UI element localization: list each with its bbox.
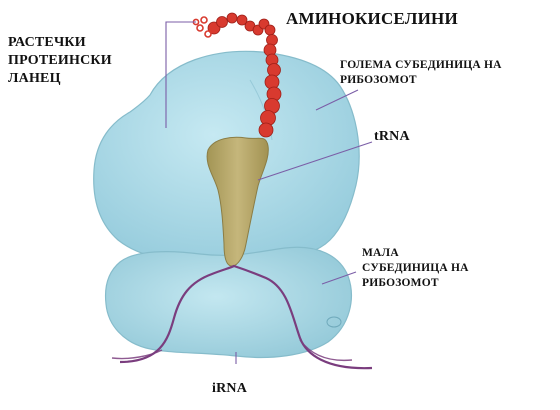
amino-acid-bead [259, 123, 273, 137]
label-polypeptide: РАСТЕЧКИ ПРОТЕИНСКИ ЛАНЕЦ [8, 34, 112, 89]
amino-acid-bead [268, 64, 281, 77]
label-large-subunit-line-1: ГОЛЕМА СУБЕДИНИЦА НА [340, 58, 502, 73]
label-polypeptide-line-2: ПРОТЕИНСКИ [8, 52, 112, 70]
label-polypeptide-line-1: РАСТЕЧКИ [8, 34, 112, 52]
label-trna-text: tRNA [374, 128, 410, 146]
label-large-subunit: ГОЛЕМА СУБЕДИНИЦА НА РИБОЗОМОТ [340, 58, 502, 88]
amino-acid-loop [201, 17, 207, 23]
label-large-subunit-line-2: РИБОЗОМОТ [340, 73, 502, 88]
amino-acid-bead [227, 13, 237, 23]
label-small-subunit: МАЛА СУБЕДИНИЦА НА РИБОЗОМОТ [362, 246, 469, 291]
amino-acid-bead [267, 35, 278, 46]
label-small-subunit-line-1: МАЛА [362, 246, 469, 261]
label-small-subunit-line-3: РИБОЗОМОТ [362, 276, 469, 291]
amino-acid-bead [217, 17, 228, 28]
label-small-subunit-line-2: СУБЕДИНИЦА НА [362, 261, 469, 276]
label-trna: tRNA [374, 128, 410, 146]
label-polypeptide-line-3: ЛАНЕЦ [8, 70, 112, 88]
label-irna: iRNA [212, 380, 247, 398]
label-irna-text: iRNA [212, 380, 247, 398]
label-amino-acids-text: АМИНОКИСЕЛИНИ [286, 8, 458, 30]
amino-acid-loop [197, 25, 203, 31]
amino-acid-loop [205, 31, 211, 37]
label-amino-acids: АМИНОКИСЕЛИНИ [286, 8, 458, 30]
amino-acid-bead [265, 25, 275, 35]
